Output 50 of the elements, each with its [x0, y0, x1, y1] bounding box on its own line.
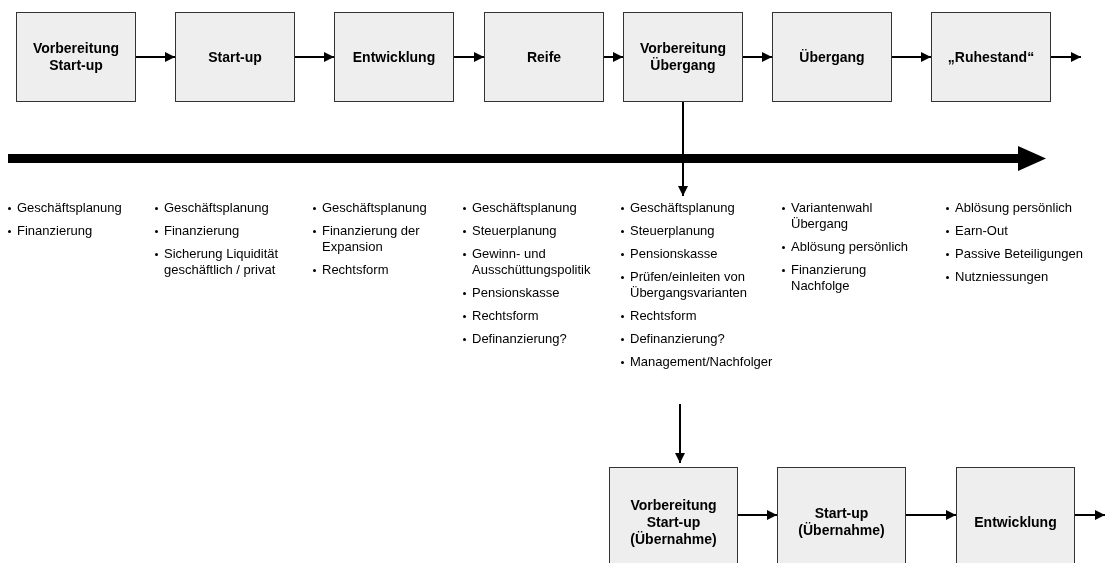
bullet-item: Management/Nachfolger: [630, 354, 773, 370]
process-box: Übergang: [772, 12, 892, 102]
arrow: [135, 52, 176, 62]
bullet-item: Geschäftsplanung: [322, 200, 427, 216]
bullet-item: Rechtsform: [472, 308, 539, 324]
bullet-item: Geschäftsplanung: [164, 200, 269, 216]
bullet-item: Finanzierung der Expansion: [322, 223, 421, 255]
bullet-item: Geschäftsplanung: [472, 200, 577, 216]
process-box: Vorbereitung Übergang: [623, 12, 743, 102]
bullet-item: Prüfen/einleiten von Übergangsvarianten: [630, 269, 749, 301]
process-box: Start-up: [175, 12, 295, 102]
process-box: „Ruhestand“: [931, 12, 1051, 102]
arrow: [453, 52, 485, 62]
process-box: Entwicklung: [334, 12, 454, 102]
arrow: [737, 510, 778, 520]
bullet-item: Steuerplanung: [472, 223, 557, 239]
process-box: Entwicklung: [956, 467, 1075, 563]
process-box: Vorbereitung Start-up (Übernahme): [609, 467, 738, 563]
arrow: [603, 52, 624, 62]
arrow: [675, 403, 685, 464]
bullet-item: Pensionskasse: [472, 285, 560, 301]
bullet-item: Geschäftsplanung: [630, 200, 735, 216]
bullet-item: Rechtsform: [322, 262, 389, 278]
bullet-item: Geschäftsplanung: [17, 200, 122, 216]
bullet-item: Finanzierung: [17, 223, 93, 239]
arrow: [1050, 52, 1082, 62]
process-box: Reife: [484, 12, 604, 102]
bullet-item: Definanzierung?: [630, 331, 725, 347]
bullet-item: Variantenwahl Übergang: [791, 200, 874, 232]
bullet-item: Rechtsform: [630, 308, 697, 324]
bullet-item: Sicherung Liquidität geschäftlich / privat: [164, 246, 280, 278]
process-box: Start-up (Übernahme): [777, 467, 906, 563]
bullet-item: Pensionskasse: [630, 246, 718, 262]
bullet-item: Gewinn- und Ausschüttungspolitik: [472, 246, 592, 278]
arrow: [678, 101, 688, 197]
bullet-item: Ablösung persönlich: [955, 200, 1073, 216]
arrow: [891, 52, 932, 62]
bullet-item: Earn-Out: [955, 223, 1008, 239]
bullet-item: Ablösung persönlich: [791, 239, 909, 255]
bullet-item: Finanzierung: [164, 223, 240, 239]
process-box: Vorbereitung Start-up: [16, 12, 136, 102]
bullet-item: Nutzniessungen: [955, 269, 1049, 285]
arrow: [1074, 510, 1106, 520]
arrow: [905, 510, 957, 520]
bullet-item: Passive Beteiligungen: [955, 246, 1083, 262]
bullet-item: Steuerplanung: [630, 223, 715, 239]
bullet-item: Definanzierung?: [472, 331, 567, 347]
arrow: [742, 52, 773, 62]
bullet-item: Finanzierung Nachfolge: [791, 262, 868, 294]
arrow: [294, 52, 335, 62]
